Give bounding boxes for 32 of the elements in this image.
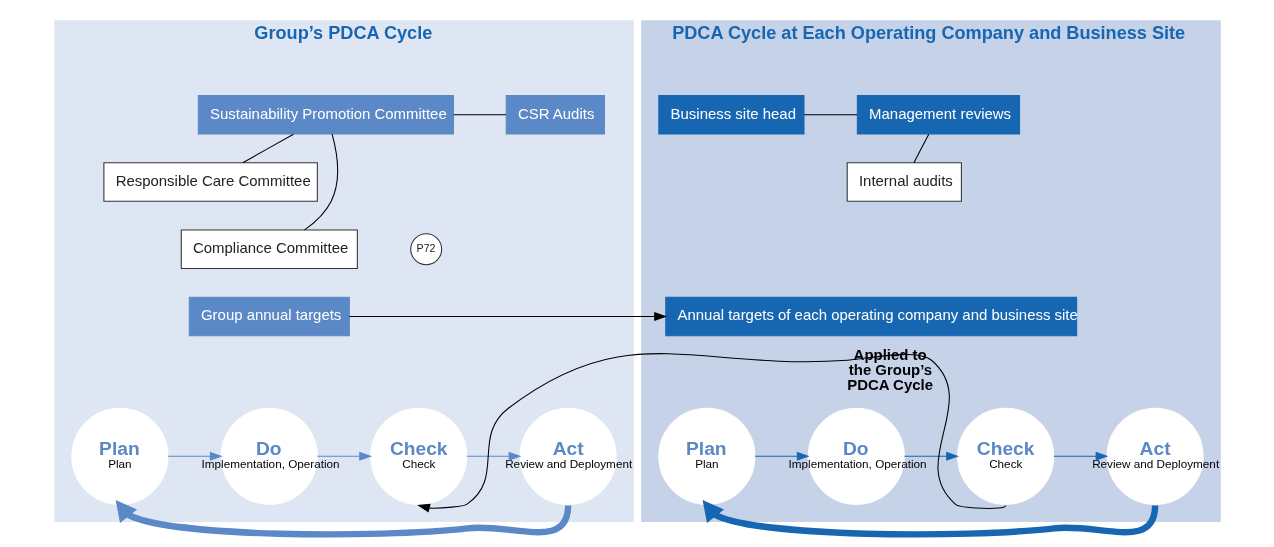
node-label: Implementation, Operation <box>788 457 927 471</box>
node-box: Annual targets of each operating company and business site <box>664 296 1077 337</box>
connector <box>452 114 507 116</box>
node-circle: Plan Plan <box>657 407 755 505</box>
node-box: Internal audits <box>846 162 962 202</box>
node-box: Compliance Committee <box>180 229 358 269</box>
connector <box>303 133 338 231</box>
arrow <box>1052 451 1108 461</box>
node-circle: Plan Plan <box>70 407 168 505</box>
arrow <box>465 451 521 461</box>
node-circle: P72 <box>409 233 442 266</box>
node-label: Review and Deployment <box>504 457 632 471</box>
node-label: Implementation, Operation <box>201 457 340 471</box>
node-label: Review and Deployment <box>1091 457 1219 471</box>
connector <box>241 133 294 164</box>
node-box: Sustainability Promotion Committee <box>197 95 454 135</box>
node-box: CSR Audits <box>505 95 605 135</box>
arrow <box>702 500 1158 538</box>
arrow <box>316 451 372 461</box>
node-box: Business site head <box>657 95 804 135</box>
arrow <box>167 451 223 461</box>
node-box: Group annual targets <box>188 296 350 337</box>
connector <box>803 114 858 116</box>
arrow <box>754 451 810 461</box>
arrow <box>903 451 959 461</box>
arrow <box>348 312 667 321</box>
node-box: Responsible Care Committee <box>102 162 318 202</box>
arrow <box>416 353 1006 513</box>
node-box: Management reviews <box>856 95 1020 135</box>
node-circle: Check Check <box>956 407 1054 505</box>
node-circle: Check Check <box>369 407 467 505</box>
connector <box>912 133 929 164</box>
